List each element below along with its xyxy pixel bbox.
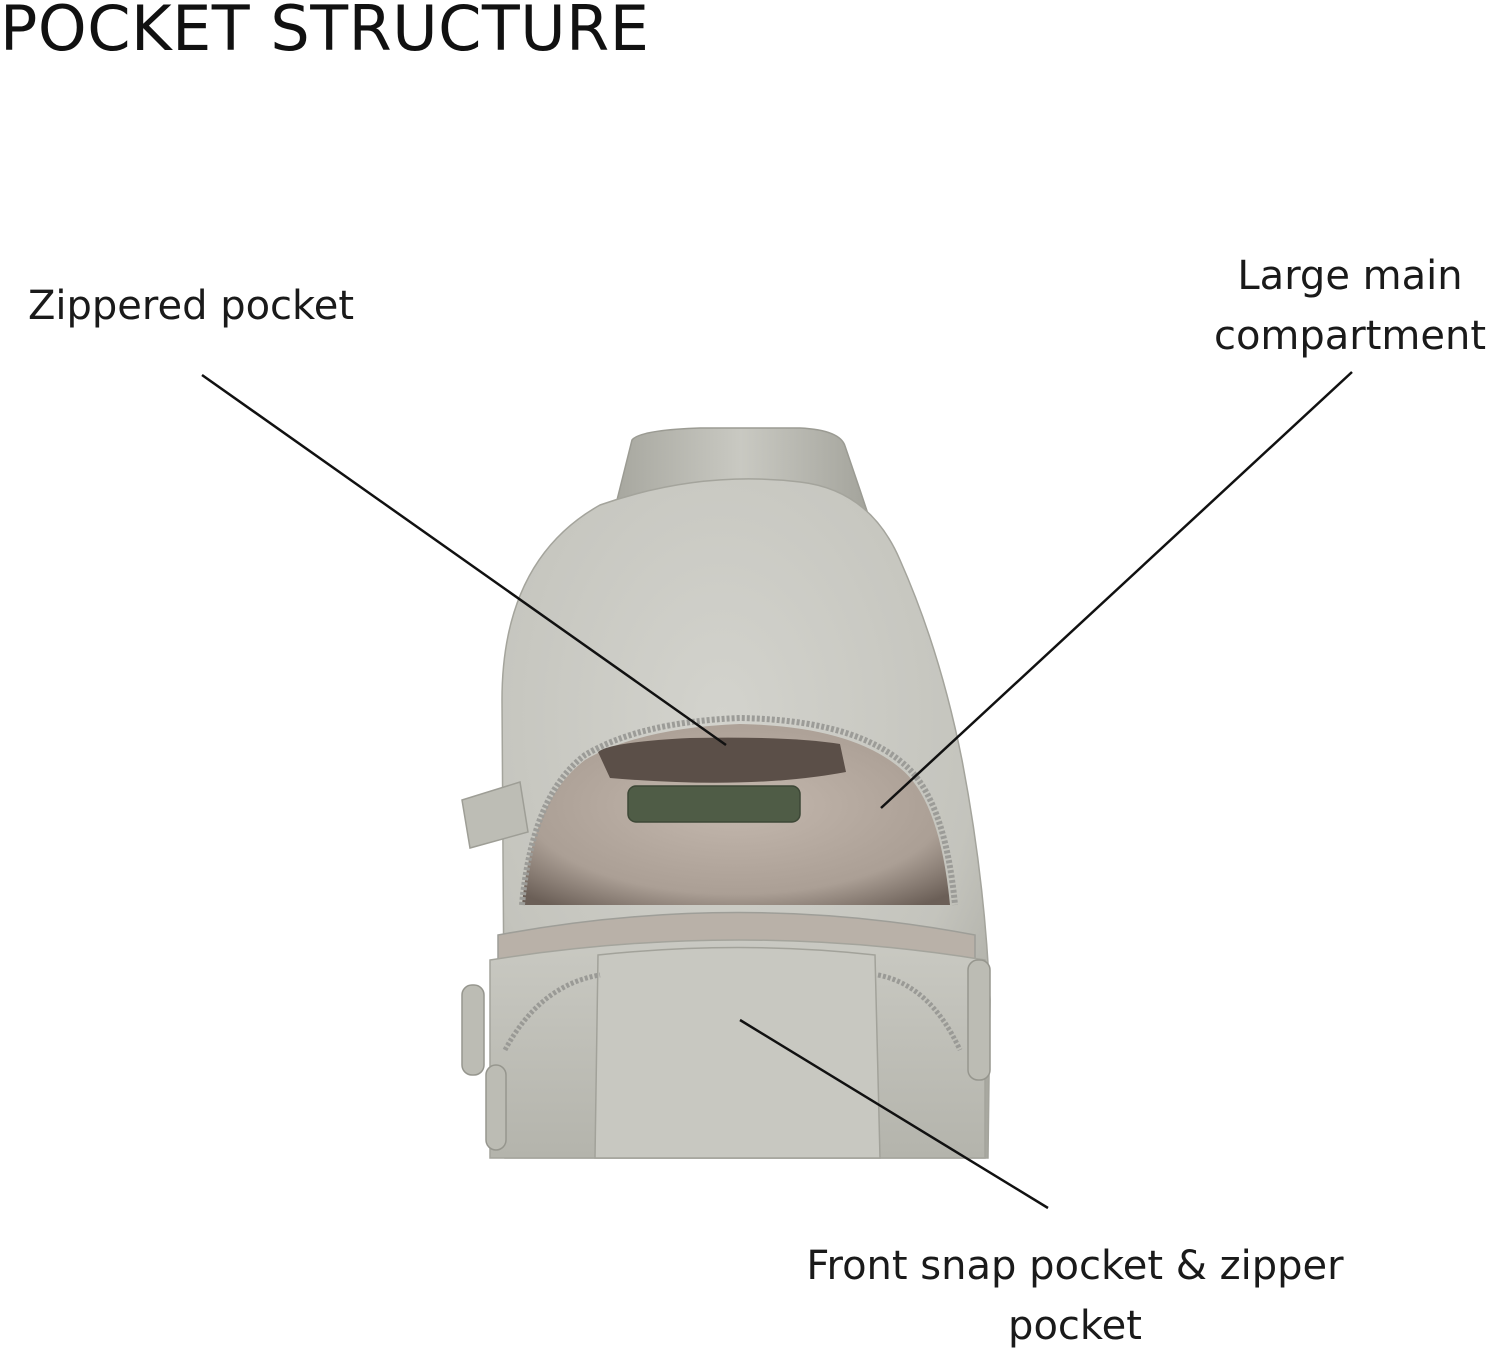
zipper-pull-left-lower: [485, 1064, 507, 1151]
front-snap-flap: [594, 946, 881, 1159]
leader-line-zippered-pocket: [201, 373, 727, 747]
page-title: POCKET STRUCTURE: [0, 0, 650, 65]
main-zipper-rim: [519, 714, 958, 906]
front-zipper-right: [877, 972, 963, 1052]
brand-label-patch: [627, 785, 801, 823]
leader-line-front-pocket: [739, 1018, 1049, 1210]
callout-zippered-label: Zippered pocket: [28, 283, 355, 329]
callout-main-compartment: Large main compartment: [1200, 246, 1500, 366]
callout-front-line1: Front snap pocket & zipper: [806, 1243, 1344, 1289]
front-zipper-left: [502, 972, 601, 1052]
callout-front-pocket: Front snap pocket & zipper pocket: [770, 1236, 1380, 1356]
leader-line-main-compartment: [880, 371, 1353, 809]
callout-main-line2: compartment: [1213, 313, 1487, 359]
left-side-tab: [461, 781, 529, 849]
inner-zippered-pocket: [598, 737, 846, 783]
callout-zippered-pocket: Zippered pocket: [28, 276, 354, 336]
callout-main-line1: Large main: [1237, 253, 1463, 299]
zipper-pull-right: [967, 959, 991, 1081]
callout-front-line2: pocket: [1008, 1303, 1142, 1349]
zipper-pull-left: [461, 984, 485, 1076]
